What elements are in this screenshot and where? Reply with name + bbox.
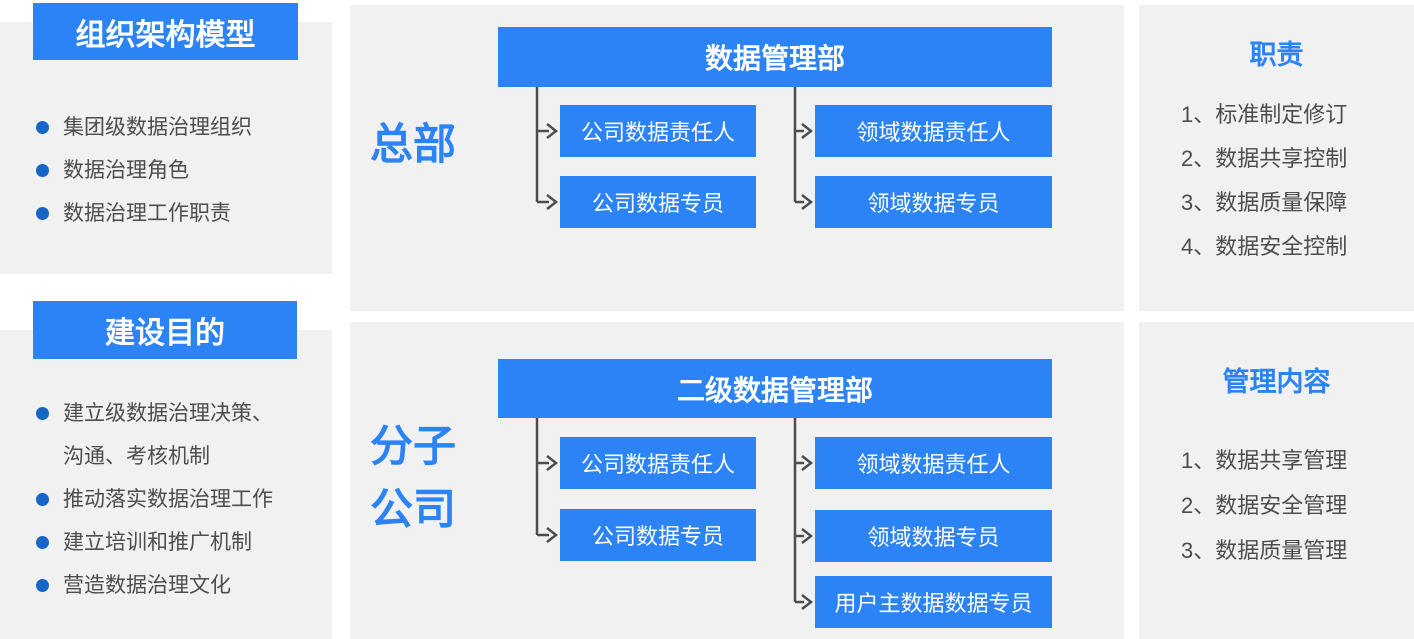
purpose-title: 建设目的 [105, 317, 225, 350]
architecture-header: 组织架构模型 [33, 3, 298, 60]
role-box: 领域数据专员 [815, 510, 1052, 562]
bullet-dot-icon [36, 579, 49, 592]
role-box: 用户主数据数据专员 [815, 576, 1052, 628]
purpose-panel [0, 330, 332, 639]
duties-title: 职责 [1249, 40, 1304, 70]
subsidiary-org-panel: 分子 公司 二级数据管理部 公司数据责任人 公司数据专员 领域数据责任人 领域数… [350, 322, 1124, 639]
bullet-dot-icon [36, 536, 49, 549]
management-list: 1、数据共享管理 2、数据安全管理 3、数据质量管理 [1181, 438, 1347, 573]
list-item: 4、数据安全控制 [1181, 234, 1348, 259]
management-panel: 管理内容 1、数据共享管理 2、数据安全管理 3、数据质量管理 [1139, 322, 1414, 639]
management-title: 管理内容 [1222, 367, 1331, 397]
role-box: 领域数据专员 [815, 176, 1052, 228]
list-item: 营造数据治理文化 [36, 564, 278, 607]
dept-box-headquarters: 数据管理部 [498, 27, 1052, 87]
bullet-dot-icon [36, 164, 49, 177]
list-item: 推动落实数据治理工作 [36, 478, 278, 521]
list-item: 集团级数据治理组织 [36, 106, 316, 149]
purpose-list: 建立级数据治理决策、沟通、考核机制 推动落实数据治理工作 建立培训和推广机制 营… [36, 392, 278, 607]
bullet-dot-icon [36, 121, 49, 134]
bullet-dot-icon [36, 407, 49, 420]
list-item: 2、数据安全管理 [1181, 493, 1348, 518]
architecture-list: 集团级数据治理组织 数据治理角色 数据治理工作职责 [36, 106, 316, 235]
role-box: 领域数据责任人 [815, 437, 1052, 489]
list-item: 1、标准制定修订 [1181, 102, 1348, 127]
role-box: 公司数据专员 [560, 509, 756, 561]
duties-list: 1、标准制定修订 2、数据共享控制 3、数据质量保障 4、数据安全控制 [1181, 93, 1347, 269]
list-item: 数据治理角色 [36, 149, 316, 192]
list-item: 数据治理工作职责 [36, 192, 316, 235]
dept-box-subsidiary: 二级数据管理部 [498, 359, 1052, 418]
list-item: 3、数据质量管理 [1181, 538, 1348, 563]
list-item: 建立培训和推广机制 [36, 521, 278, 564]
duties-panel: 职责 1、标准制定修订 2、数据共享控制 3、数据质量保障 4、数据安全控制 [1139, 5, 1414, 311]
group-label-subsidiary: 分子 公司 [370, 423, 456, 534]
list-item: 2、数据共享控制 [1181, 146, 1348, 171]
role-box: 领域数据责任人 [815, 105, 1052, 157]
role-box: 公司数据专员 [560, 176, 756, 228]
architecture-panel [0, 22, 332, 274]
list-item: 3、数据质量保障 [1181, 190, 1348, 215]
bullet-dot-icon [36, 207, 49, 220]
role-box: 公司数据责任人 [560, 105, 756, 157]
list-item: 1、数据共享管理 [1181, 448, 1348, 473]
headquarters-org-panel: 总部 数据管理部 公司数据责任人 公司数据专员 领域数据责任人 领域数据专员 [350, 5, 1124, 311]
bullet-dot-icon [36, 493, 49, 506]
group-label-headquarters: 总部 [370, 121, 456, 169]
list-item: 建立级数据治理决策、沟通、考核机制 [36, 392, 278, 478]
architecture-title: 组织架构模型 [75, 18, 256, 52]
role-box: 公司数据责任人 [560, 437, 756, 489]
purpose-header: 建设目的 [33, 301, 297, 359]
